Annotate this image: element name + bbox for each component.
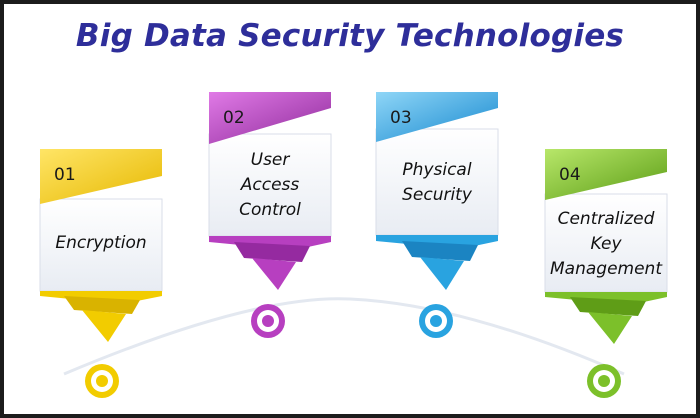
connector-arc [63, 297, 625, 376]
step-card-physical-security: 03 Physical Security [376, 92, 498, 242]
step-label: User Access Control [209, 148, 331, 223]
step-label-line: Management [550, 259, 662, 279]
step-card-centralized-key-management: 04 Centralized Key Management [545, 149, 667, 299]
step-label-line: Key [590, 234, 622, 254]
step-label: Encryption [40, 231, 162, 256]
step-number: 03 [390, 108, 412, 128]
step-label: Centralized Key Management [545, 207, 667, 282]
step-label-line: Centralized [557, 209, 655, 229]
card-3-shape [375, 92, 499, 290]
step-card-user-access-control: 02 User Access Control [209, 92, 331, 242]
step-label: Physical Security [376, 158, 498, 208]
step-label-line: Control [239, 200, 301, 220]
target-circle-2 [251, 304, 285, 338]
step-label-line: User [250, 150, 290, 170]
card-1-shape [39, 149, 163, 342]
step-number: 01 [54, 165, 76, 185]
step-label-line: Security [402, 185, 472, 205]
target-circle-3 [419, 304, 453, 338]
target-circle-1 [85, 364, 119, 398]
step-card-encryption: 01 Encryption [40, 149, 162, 299]
card-2-shape [208, 92, 332, 290]
step-number: 02 [223, 108, 245, 128]
infographic-artwork [39, 92, 668, 398]
card-4-shape [544, 149, 668, 344]
step-number: 04 [559, 165, 581, 185]
step-label-line: Physical [402, 160, 472, 180]
target-circle-4 [587, 364, 621, 398]
step-label-line: Access [240, 175, 300, 195]
step-label-line: Encryption [55, 233, 147, 253]
page-title: Big Data Security Technologies [75, 18, 625, 54]
